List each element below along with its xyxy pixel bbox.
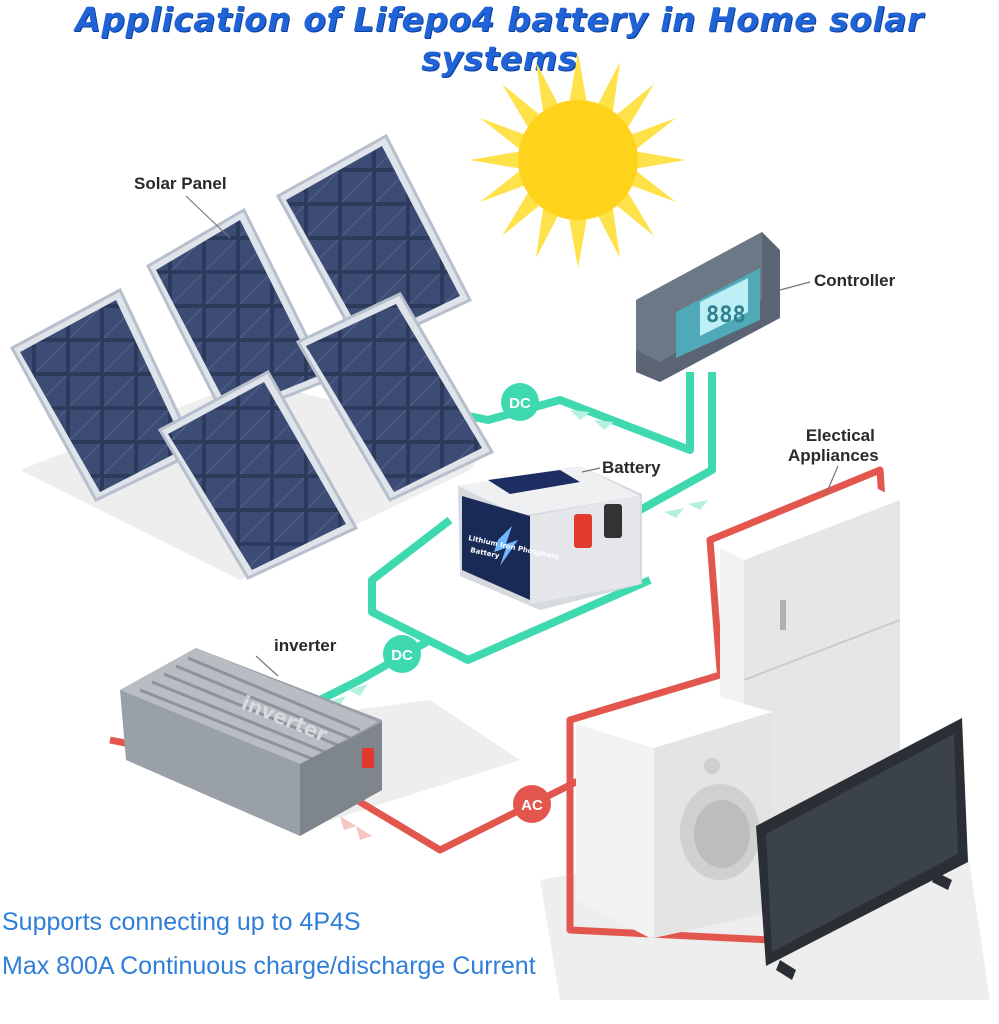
dc-badge-bottom: DC <box>383 635 421 673</box>
sun-icon <box>470 52 686 268</box>
svg-text:DC: DC <box>391 647 413 664</box>
solar-panel <box>275 133 473 352</box>
appliances-label-line1: Electical <box>805 426 875 445</box>
ac-badge: AC <box>513 785 551 823</box>
solar-panel-array <box>9 133 495 580</box>
appliances-label: Electical Appliances <box>788 426 879 466</box>
solar-panel <box>295 292 495 502</box>
page-title: Application of Lifepo4 battery in Home s… <box>75 0 924 78</box>
solar-panel <box>157 369 359 580</box>
svg-text:AC: AC <box>521 797 543 814</box>
svg-text:DC: DC <box>509 395 531 412</box>
caption-current: Max 800A Continuous charge/discharge Cur… <box>2 952 536 980</box>
controller-label: Controller <box>814 271 896 290</box>
washing-machine <box>576 690 772 938</box>
dc-badge-top: DC <box>501 383 539 421</box>
television <box>756 718 968 980</box>
charge-controller: 888 <box>636 232 780 382</box>
caption-connection: Supports connecting up to 4P4S <box>2 908 361 936</box>
battery-leader <box>581 467 601 473</box>
inverter-label: inverter <box>274 636 337 655</box>
power-inverter: inverter <box>120 648 382 836</box>
ac-flow-arrows <box>340 816 372 840</box>
inverter-leader <box>255 655 279 677</box>
battery-label: Battery <box>602 458 661 477</box>
appliances-leader <box>825 465 839 495</box>
controller-display: 888 <box>706 303 746 328</box>
solar-panel-label: Solar Panel <box>134 174 227 193</box>
appliances-label-line2: Appliances <box>788 446 879 465</box>
lifepo4-battery: Lithium Iron Phosphate Battery <box>458 466 642 610</box>
dc-flow-arrows <box>326 410 708 708</box>
controller-leader <box>779 281 811 291</box>
solar-panel-leader <box>185 195 231 239</box>
